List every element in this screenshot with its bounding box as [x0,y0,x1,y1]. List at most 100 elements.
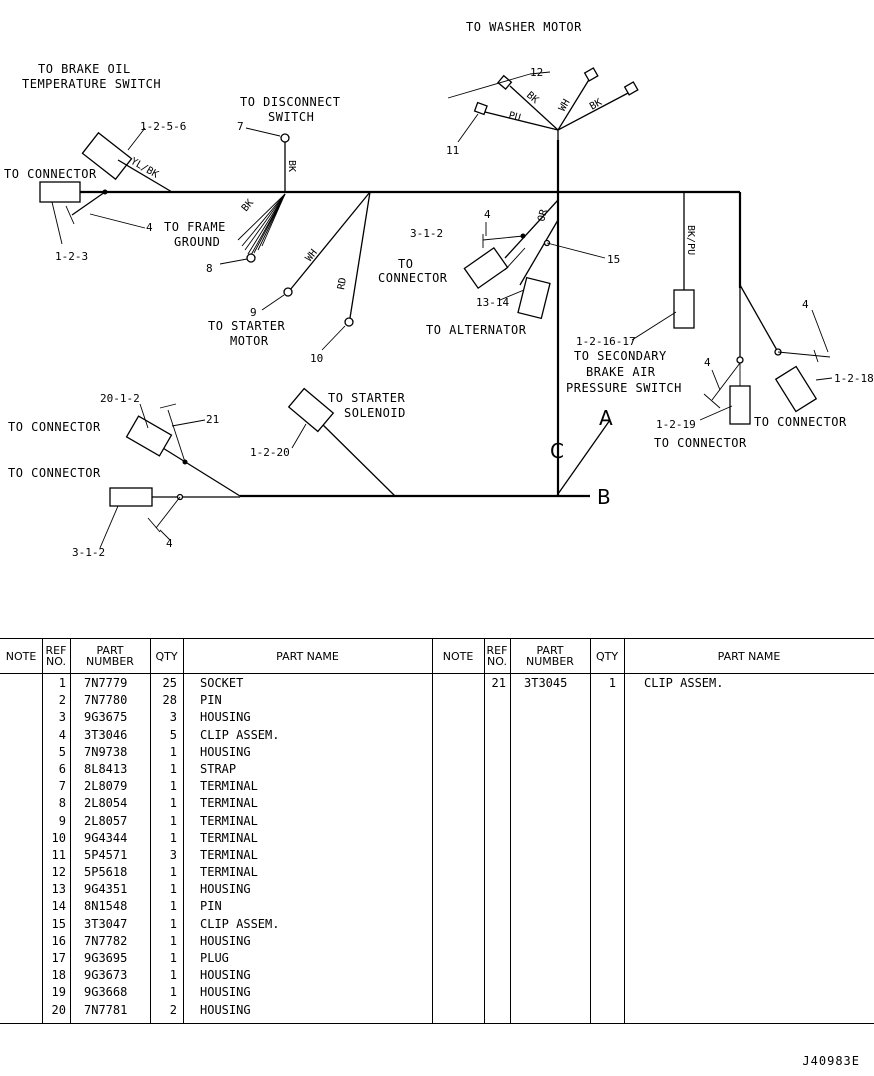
wire-pu: PU [507,110,521,124]
table-row: 18 9G3673 1 HOUSING [51,968,251,983]
callout-1-2-5-6: 1-2-5-6 [140,120,186,133]
table-row: 4 3T3046 5 CLIP ASSEM. [58,727,280,742]
callout-9: 9 [250,306,257,319]
brake-oil-switch-branch: YL/BK 1-2-5-6 [81,120,186,193]
label-secondary-3: PRESSURE SWITCH [566,381,682,395]
table-row: 14 8N1548 1 PIN [51,899,222,914]
wire-bk-ground: BK [240,198,256,214]
table-row: 10 9G4344 1 TERMINAL [51,830,258,845]
label-connector-left-3: TO CONNECTOR [8,466,101,480]
callout-4-r2: 4 [802,298,809,311]
label-connector-right-1: TO CONNECTOR [754,415,847,429]
table-row: 12 5P5618 1 TERMINAL [51,865,258,880]
table-row: 7 2L8079 1 TERMINAL [58,779,258,794]
table-row: 21 3T3045 1 CLIP ASSEM. [491,676,724,690]
wire-bk-12: BK [524,90,540,106]
diagram-labels: TO WASHER MOTOR TO BRAKE OIL TEMPERATURE… [4,20,847,509]
label-a: A [599,406,613,430]
table-row: 2 7N7780 28 PIN [58,693,222,708]
harness-trunks [80,140,742,498]
label-connector-mid-2: CONNECTOR [378,271,448,285]
callout-12: 12 [530,66,543,79]
label-brake-oil-1: TO BRAKE OIL [38,62,131,76]
header-note: NOTE [5,649,37,663]
callout-11: 11 [446,144,459,157]
callout-1-2-19: 1-2-19 [656,418,696,431]
label-disconnect-1: TO DISCONNECT [240,95,340,109]
label-starter-motor-1: TO STARTER [208,319,286,333]
table-row: 5 7N9738 1 HOUSING [58,744,251,759]
callout-20-1-2: 20-1-2 [100,392,140,405]
label-c: C [550,439,564,463]
label-washer-motor: TO WASHER MOTOR [466,20,582,34]
secondary-brake-branch: BK/PU 1-2-16-17 [576,192,696,348]
callout-21: 21 [206,413,219,426]
table-row: 3 9G3675 3 HOUSING [58,710,251,725]
wire-wh-starter: WH [304,248,320,264]
alternator-branch: OR 3-1-2 4 15 13-14 [410,199,620,320]
label-secondary-1: TO SECONDARY [574,349,667,363]
table-row: 6 8L8413 1 STRAP [58,761,237,776]
callout-1-2-18: 1-2-18 [834,372,874,385]
label-frame-ground-2: GROUND [174,235,220,249]
washer-motor-branch: PU BK WH BK 11 12 [446,66,639,192]
header-part-name-right: PART NAME [717,649,781,663]
wire-or: OR [536,207,550,222]
callout-8: 8 [206,262,213,275]
header-qty: QTY [155,649,178,663]
wiring-harness-diagram: YL/BK 1-2-5-6 4 1-2-3 BK 7 BK 8 [4,20,874,559]
left-connector-branch: 4 1-2-3 [39,181,153,263]
callout-10: 10 [310,352,323,365]
label-connector-mid-1: TO [398,257,413,271]
callout-15: 15 [607,253,620,266]
wire-bk-pu: BK/PU [685,225,696,255]
lower-harness-branch: 20-1-2 21 3-1-2 4 1-2-20 [72,387,396,559]
label-alternator: TO ALTERNATOR [426,323,527,337]
wire-rd: RD [336,277,349,291]
table-row: 1 7N7779 25 SOCKET [58,676,244,690]
callout-4-b: 4 [166,537,173,550]
label-starter-solenoid-2: SOLENOID [344,406,406,420]
table-row: 17 9G3695 1 PLUG [51,951,229,965]
header-qty-right: QTY [595,649,619,663]
callout-1-2-16-17: 1-2-16-17 [576,335,636,348]
table-row: 19 9G3668 1 HOUSING [51,985,251,1000]
table-row: 20 7N7781 2 HOUSING [51,1002,251,1017]
table-row: 15 3T3047 1 CLIP ASSEM. [51,916,280,931]
table-rows-right: 21 3T3045 1 CLIP ASSEM. [0,675,874,692]
wire-bk-washer: BK [588,97,604,113]
table-rows-left: 1 7N7779 25 SOCKET 2 7N7780 28 PIN 3 9G3… [0,675,432,1019]
table-row: 9 2L8057 1 TERMINAL [58,813,258,828]
callout-4-r1: 4 [704,356,711,369]
label-brake-oil-2: TEMPERATURE SWITCH [22,77,161,91]
label-starter-solenoid-1: TO STARTER [328,391,406,405]
label-connector-left-2: TO CONNECTOR [8,420,101,434]
table-row: 8 2L8054 1 TERMINAL [58,796,258,811]
disconnect-switch-branch: BK 7 [237,120,297,192]
wire-bk-disconnect: BK [286,160,297,172]
callout-4-alt: 4 [484,208,491,221]
table-row: 13 9G4351 1 HOUSING [51,882,251,897]
callout-7: 7 [237,120,244,133]
label-connector-right-2: TO CONNECTOR [654,436,747,450]
callout-1-2-3: 1-2-3 [55,250,88,263]
label-starter-motor-2: MOTOR [230,334,269,348]
label-b: B [597,485,611,509]
table-row: 11 5P4571 3 TERMINAL [51,847,258,862]
header-note-right: NOTE [442,649,474,663]
document-code: J40983E [802,1054,860,1068]
callout-4: 4 [146,221,153,234]
label-secondary-2: BRAKE AIR [586,365,656,379]
right-connectors-branch: 4 1-2-19 4 1-2-18 [656,284,874,431]
label-connector-top-left: TO CONNECTOR [4,167,97,181]
header-part-name: PART NAME [276,649,339,663]
callout-3-1-2-b: 3-1-2 [72,546,105,559]
callout-3-1-2: 3-1-2 [410,227,443,240]
label-disconnect-2: SWITCH [268,110,314,124]
wire-wh-washer: WH [557,98,573,114]
